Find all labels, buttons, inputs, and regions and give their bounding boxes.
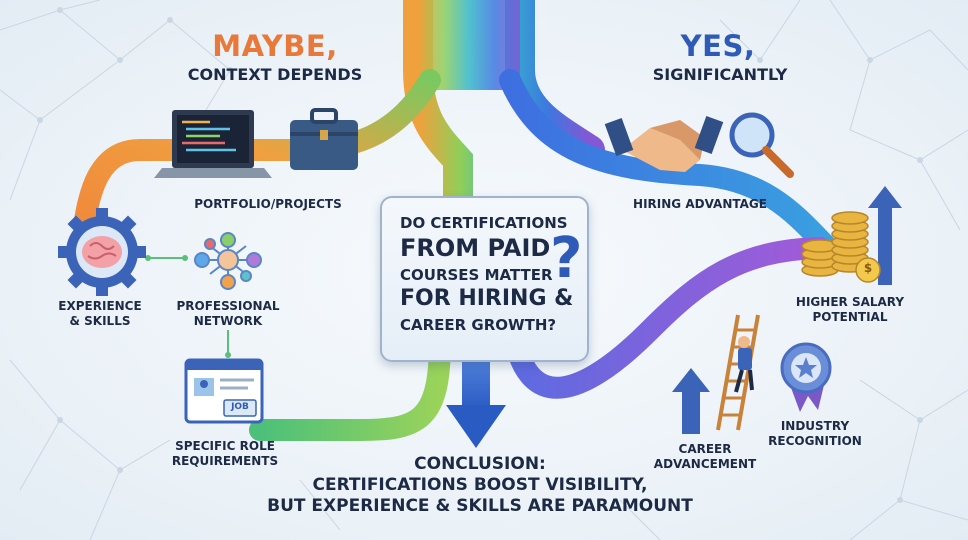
magnifier-icon	[729, 112, 794, 178]
question-line-5: CAREER GROWTH?	[400, 316, 557, 334]
maybe-heading: MAYBE,	[212, 29, 338, 63]
brain-gear-icon	[58, 208, 146, 296]
network-nodes	[37, 7, 923, 503]
up-arrow-icon	[672, 368, 710, 434]
network-label-2: NETWORK	[193, 314, 263, 328]
green-path	[249, 329, 451, 441]
coin-stack-icon	[801, 186, 902, 285]
question-line-2: FROM PAID	[400, 234, 551, 262]
question-line-3: COURSES MATTER	[400, 266, 553, 284]
question-mark-icon: ?	[550, 226, 583, 291]
hiring-advantage-label: HIRING ADVANTAGE	[633, 197, 767, 211]
job-window-icon	[184, 358, 264, 424]
career-label-1: CAREER	[678, 442, 732, 456]
down-arrow-head	[446, 405, 506, 448]
question-line-1: DO CERTIFICATIONS	[400, 214, 568, 232]
briefcase-icon	[290, 108, 358, 170]
career-label-2: ADVANCEMENT	[653, 457, 757, 471]
experience-label-1: EXPERIENCE	[58, 299, 142, 313]
salary-label-2: POTENTIAL	[812, 310, 888, 324]
question-box: DO CERTIFICATIONS FROM PAID COURSES MATT…	[380, 196, 589, 362]
conclusion-title: CONCLUSION:	[414, 454, 546, 474]
blue-path	[499, 69, 841, 261]
salary-label-1: HIGHER SALARY	[795, 295, 905, 309]
yes-heading: YES,	[680, 29, 756, 63]
handshake-icon	[604, 115, 724, 172]
experience-label-2: & SKILLS	[69, 314, 131, 328]
industry-label-1: INDUSTRY	[780, 419, 850, 433]
portfolio-label: PORTFOLIO/PROJECTS	[194, 197, 342, 211]
significantly-heading: SIGNIFICANTLY	[652, 65, 788, 84]
laptop-icon	[154, 110, 272, 178]
coin-dollar-icon: $	[863, 261, 873, 275]
purple-path	[504, 237, 831, 399]
conclusion-line-2: CERTIFICATIONS BOOST VISIBILITY,	[312, 475, 648, 495]
industry-label-2: RECOGNITION	[768, 434, 862, 448]
specific-role-label-1: SPECIFIC ROLE	[175, 439, 275, 453]
specific-role-label-2: REQUIREMENTS	[171, 454, 279, 468]
job-tag: JOB	[231, 402, 249, 412]
question-line-4: FOR HIRING &	[400, 286, 574, 311]
context-depends-heading: CONTEXT DEPENDS	[187, 65, 363, 84]
network-label-1: PROFESSIONAL	[176, 299, 280, 313]
network-people-icon	[194, 232, 262, 290]
badge-ribbon-icon	[780, 342, 832, 412]
conclusion-line-3: BUT EXPERIENCE & SKILLS ARE PARAMOUNT	[267, 496, 693, 516]
ladder-climber-icon	[716, 314, 760, 431]
